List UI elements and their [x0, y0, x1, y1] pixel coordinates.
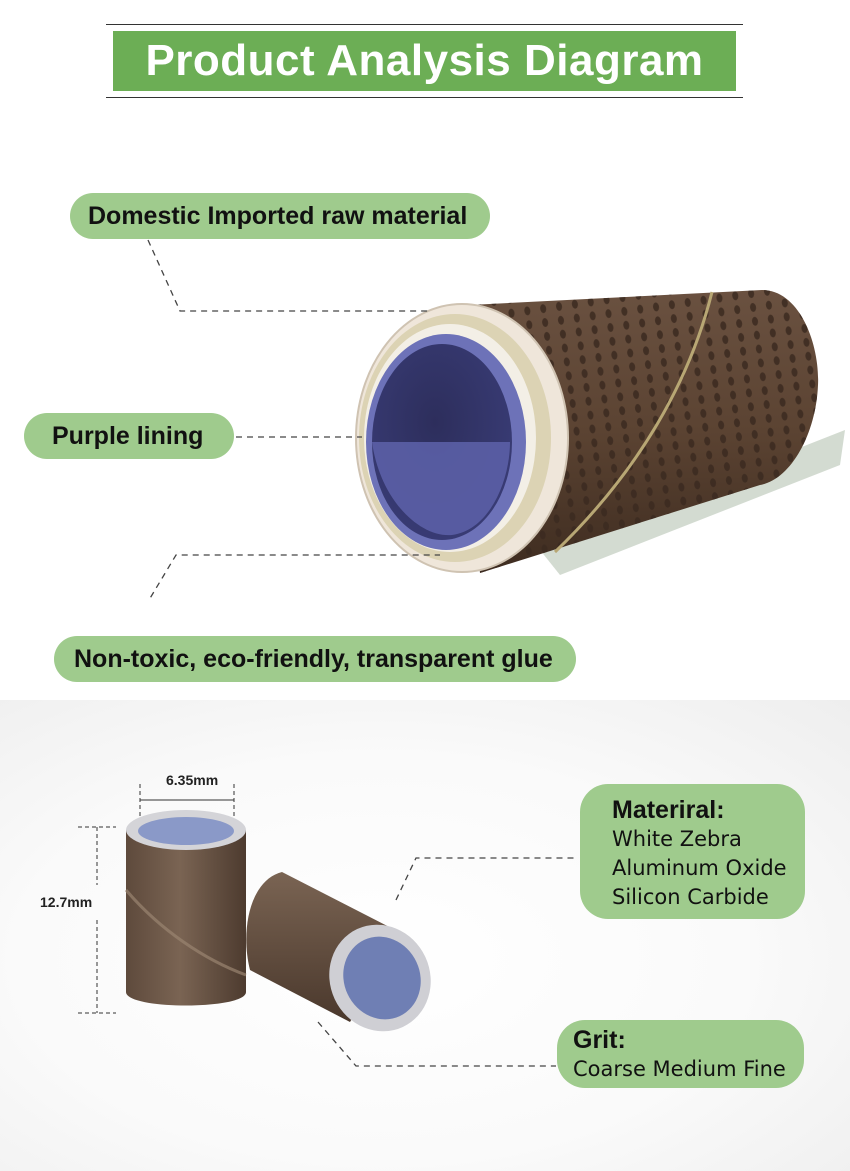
standing-sleeve-body: [126, 830, 246, 1006]
grit-heading: Grit:: [573, 1026, 626, 1054]
material-item: White Zebra: [612, 827, 742, 851]
material-heading: Materiral:: [612, 796, 725, 824]
diameter-label: 6.35mm: [166, 772, 219, 788]
height-label: 12.7mm: [40, 894, 93, 910]
material-item: Silicon Carbide: [612, 885, 769, 909]
lying-sleeve-opening: [343, 936, 421, 1020]
callout-raw-material-text: Domestic Imported raw material: [88, 202, 468, 230]
material-box: Materiral: White Zebra Aluminum Oxide Si…: [580, 784, 805, 919]
callout-glue-text: Non-toxic, eco-friendly, transparent glu…: [74, 645, 553, 673]
lining-floor: [372, 442, 510, 536]
leader-material: [395, 857, 578, 901]
title-rule-top: [106, 24, 743, 25]
leader-raw-material: [147, 239, 430, 312]
title-rule-bottom: [106, 97, 743, 98]
callout-glue: Non-toxic, eco-friendly, transparent glu…: [54, 636, 576, 682]
product-photo-illustration: [78, 784, 578, 1067]
material-item: Aluminum Oxide: [612, 856, 787, 880]
grit-value: Coarse Medium Fine: [573, 1057, 786, 1081]
callout-lining: Purple lining: [24, 413, 234, 459]
callout-lining-text: Purple lining: [52, 422, 204, 450]
callout-raw-material: Domestic Imported raw material: [70, 193, 490, 239]
grit-box: Grit: Coarse Medium Fine: [557, 1020, 804, 1088]
leader-grit: [317, 1021, 556, 1067]
standing-sleeve-seam: [124, 889, 247, 977]
sleeve-seam: [553, 291, 714, 554]
standing-sleeve-opening: [138, 817, 234, 845]
page-title: Product Analysis Diagram: [113, 31, 736, 91]
leader-glue: [148, 554, 440, 600]
sleeve-cutaway-illustration: [147, 239, 845, 600]
